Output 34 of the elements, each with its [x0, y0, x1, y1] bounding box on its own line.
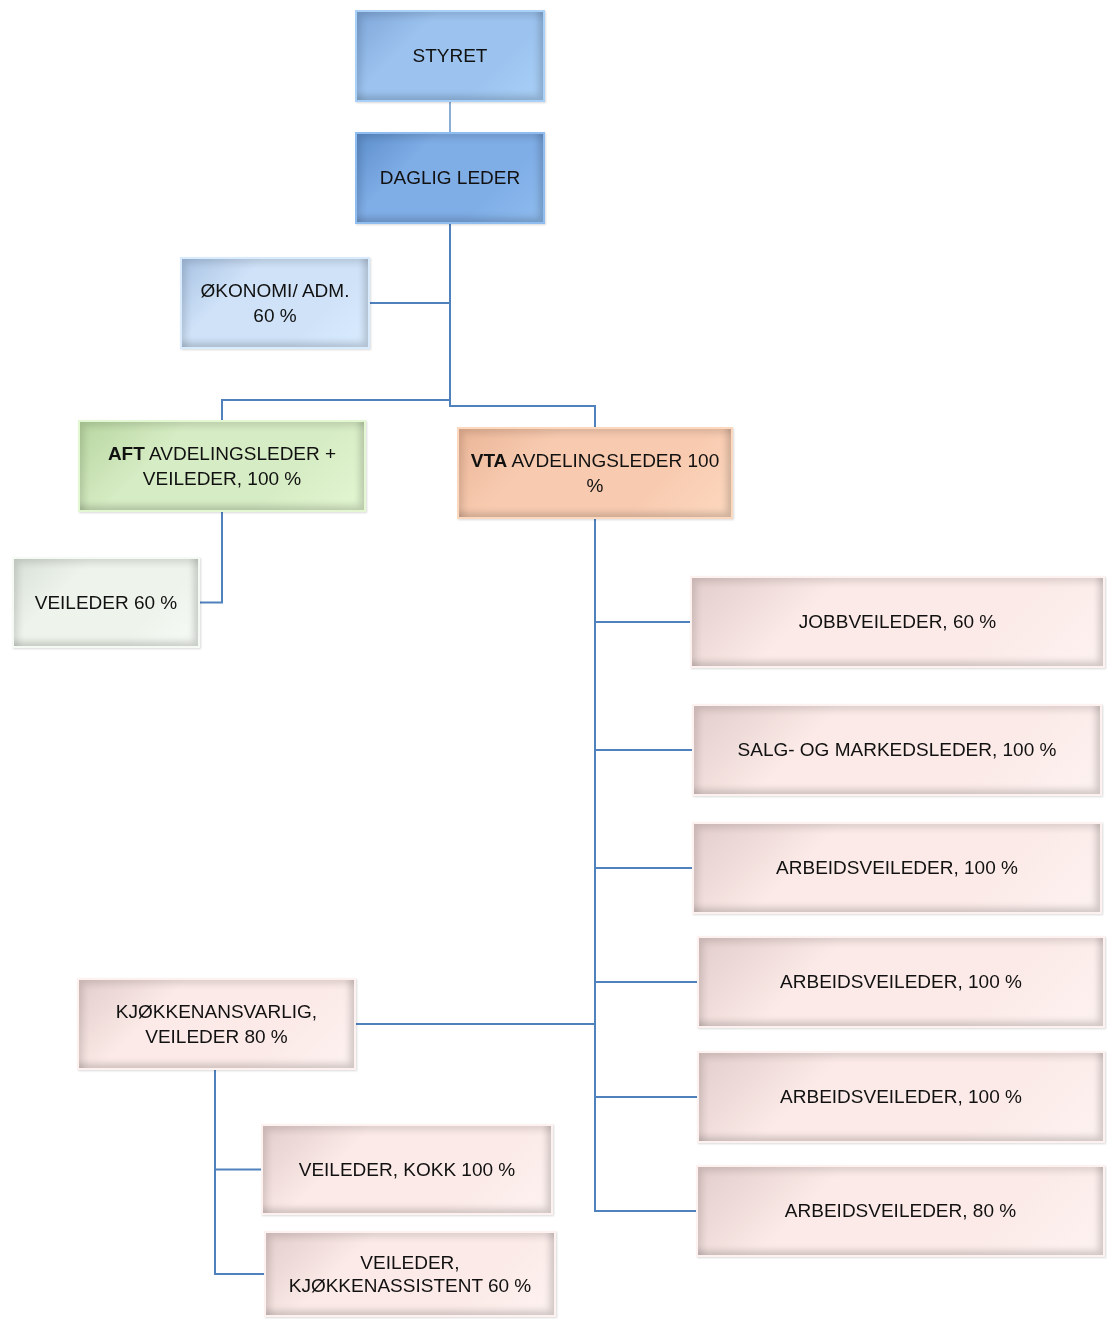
role-label: ARBEIDSVEILEDER, 100 % — [780, 1085, 1022, 1110]
org-box — [457, 427, 733, 519]
org-box — [12, 557, 200, 648]
role-label: STYRET — [412, 44, 488, 69]
role-label: VEILEDER 60 % — [34, 590, 178, 615]
role-label: DAGLIG LEDER — [379, 166, 521, 191]
role-label: VEILEDER, KJØKKENASSISTENT 60 % — [287, 1250, 533, 1298]
org-box — [77, 978, 356, 1070]
role-label: ØKONOMI/ ADM. 60 % — [199, 278, 351, 328]
org-box — [692, 822, 1102, 914]
role-label: SALG- OG MARKEDSLEDER, 100 % — [737, 738, 1057, 763]
connector-line — [449, 223, 596, 428]
org-box — [696, 1165, 1105, 1257]
role-label: VTA AVDELINGSLEDER 100 % — [469, 448, 721, 498]
role-label: AFT AVDELINGSLEDER + VEILEDER, 100 % — [106, 441, 338, 491]
role-label: ARBEIDSVEILEDER, 100 % — [780, 970, 1022, 995]
org-box — [697, 1051, 1105, 1143]
org-box — [261, 1124, 553, 1215]
org-box — [697, 936, 1105, 1028]
role-label: KJØKKENANSVARLIG, VEILEDER 80 % — [114, 999, 319, 1049]
role-label: ARBEIDSVEILEDER, 100 % — [776, 856, 1018, 881]
org-box — [180, 257, 370, 349]
role-label: VEILEDER, KOKK 100 % — [298, 1157, 516, 1182]
role-label: ARBEIDSVEILEDER, 80 % — [784, 1199, 1017, 1224]
connector-line — [449, 101, 451, 133]
org-box — [78, 420, 366, 512]
connector-line — [214, 1069, 265, 1275]
org-box — [692, 704, 1102, 796]
connector-line — [199, 511, 223, 604]
org-box — [355, 132, 545, 224]
org-box — [264, 1231, 556, 1317]
org-box — [690, 576, 1105, 668]
role-label: JOBBVEILEDER, 60 % — [798, 610, 997, 635]
org-box — [355, 10, 545, 102]
